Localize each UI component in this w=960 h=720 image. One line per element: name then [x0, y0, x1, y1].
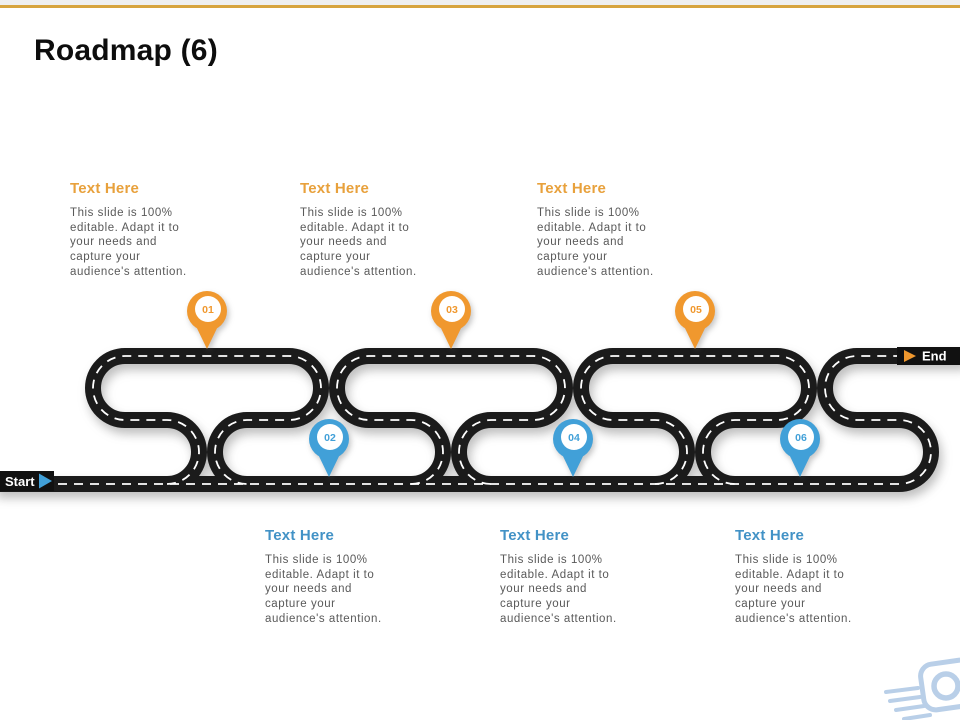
card-heading: Text Here — [70, 180, 140, 197]
road-s-curve-2 — [329, 348, 573, 492]
card-top-2: Text Here This slide is 100% editable. A… — [300, 180, 478, 280]
card-body: This slide is 100% editable. Adapt it to… — [537, 207, 654, 278]
pin-02: 02 — [309, 419, 349, 477]
logo-speed-line — [894, 704, 926, 712]
card-bottom-1: Text Here This slide is 100% editable. A… — [265, 527, 443, 627]
pin-number: 06 — [795, 432, 807, 444]
road-dash-main — [0, 355, 960, 485]
pin-inner-circle — [439, 296, 465, 322]
pin-inner-circle — [683, 296, 709, 322]
road-dash-2 — [336, 355, 566, 485]
end-label: End — [897, 347, 960, 365]
pin-number: 01 — [202, 304, 214, 316]
pin-05: 05 — [675, 291, 715, 349]
pin-number: 02 — [324, 432, 336, 444]
logo-speed-line — [884, 686, 920, 694]
road-s-curve-3 — [573, 348, 817, 492]
card-bottom-3: Text Here This slide is 100% editable. A… — [735, 527, 913, 627]
card-heading: Text Here — [300, 180, 370, 197]
end-label-bg — [897, 347, 960, 365]
pin-number: 05 — [690, 304, 702, 316]
card-body: This slide is 100% editable. Adapt it to… — [735, 554, 852, 625]
card-heading: Text Here — [735, 527, 805, 544]
card-heading: Text Here — [265, 527, 335, 544]
pin-inner-circle — [788, 424, 814, 450]
logo-speed-line — [902, 713, 932, 720]
card-top-3: Text Here This slide is 100% editable. A… — [537, 180, 715, 280]
card-heading: Text Here — [500, 527, 570, 544]
start-label: Start — [0, 471, 54, 491]
pin-03: 03 — [431, 291, 471, 349]
pin-04: 04 — [553, 419, 593, 477]
end-label-text: End — [922, 349, 947, 364]
road-dash-1 — [92, 355, 322, 485]
accent-line — [0, 5, 960, 8]
start-label-text: Start — [5, 474, 35, 489]
card-heading: Text Here — [537, 180, 607, 197]
pin-inner-circle — [195, 296, 221, 322]
card-body: This slide is 100% editable. Adapt it to… — [265, 554, 382, 625]
page-title: Roadmap (6) — [34, 34, 218, 67]
logo-body — [918, 657, 960, 713]
logo-lens — [931, 671, 960, 701]
pin-01: 01 — [187, 291, 227, 349]
logo-speed-line — [888, 695, 922, 703]
pin-number: 04 — [568, 432, 580, 444]
milestone-pins: 01 02 03 04 — [187, 291, 820, 477]
card-bottom-2: Text Here This slide is 100% editable. A… — [500, 527, 678, 627]
pin-inner-circle — [317, 424, 343, 450]
road-dashes — [0, 355, 960, 485]
card-body: This slide is 100% editable. Adapt it to… — [300, 207, 417, 278]
end-arrow-icon — [904, 350, 916, 362]
card-body: This slide is 100% editable. Adapt it to… — [500, 554, 617, 625]
card-top-1: Text Here This slide is 100% editable. A… — [70, 180, 248, 280]
card-body: This slide is 100% editable. Adapt it to… — [70, 207, 187, 278]
pin-inner-circle — [561, 424, 587, 450]
pin-06: 06 — [780, 419, 820, 477]
road-s-curve-1 — [85, 348, 329, 492]
pin-number: 03 — [446, 304, 458, 316]
start-arrow-icon — [39, 473, 52, 489]
road — [0, 348, 960, 492]
camera-speed-logo-icon — [884, 657, 960, 720]
road-dash-3 — [580, 355, 810, 485]
top-edge-strip — [0, 0, 960, 5]
